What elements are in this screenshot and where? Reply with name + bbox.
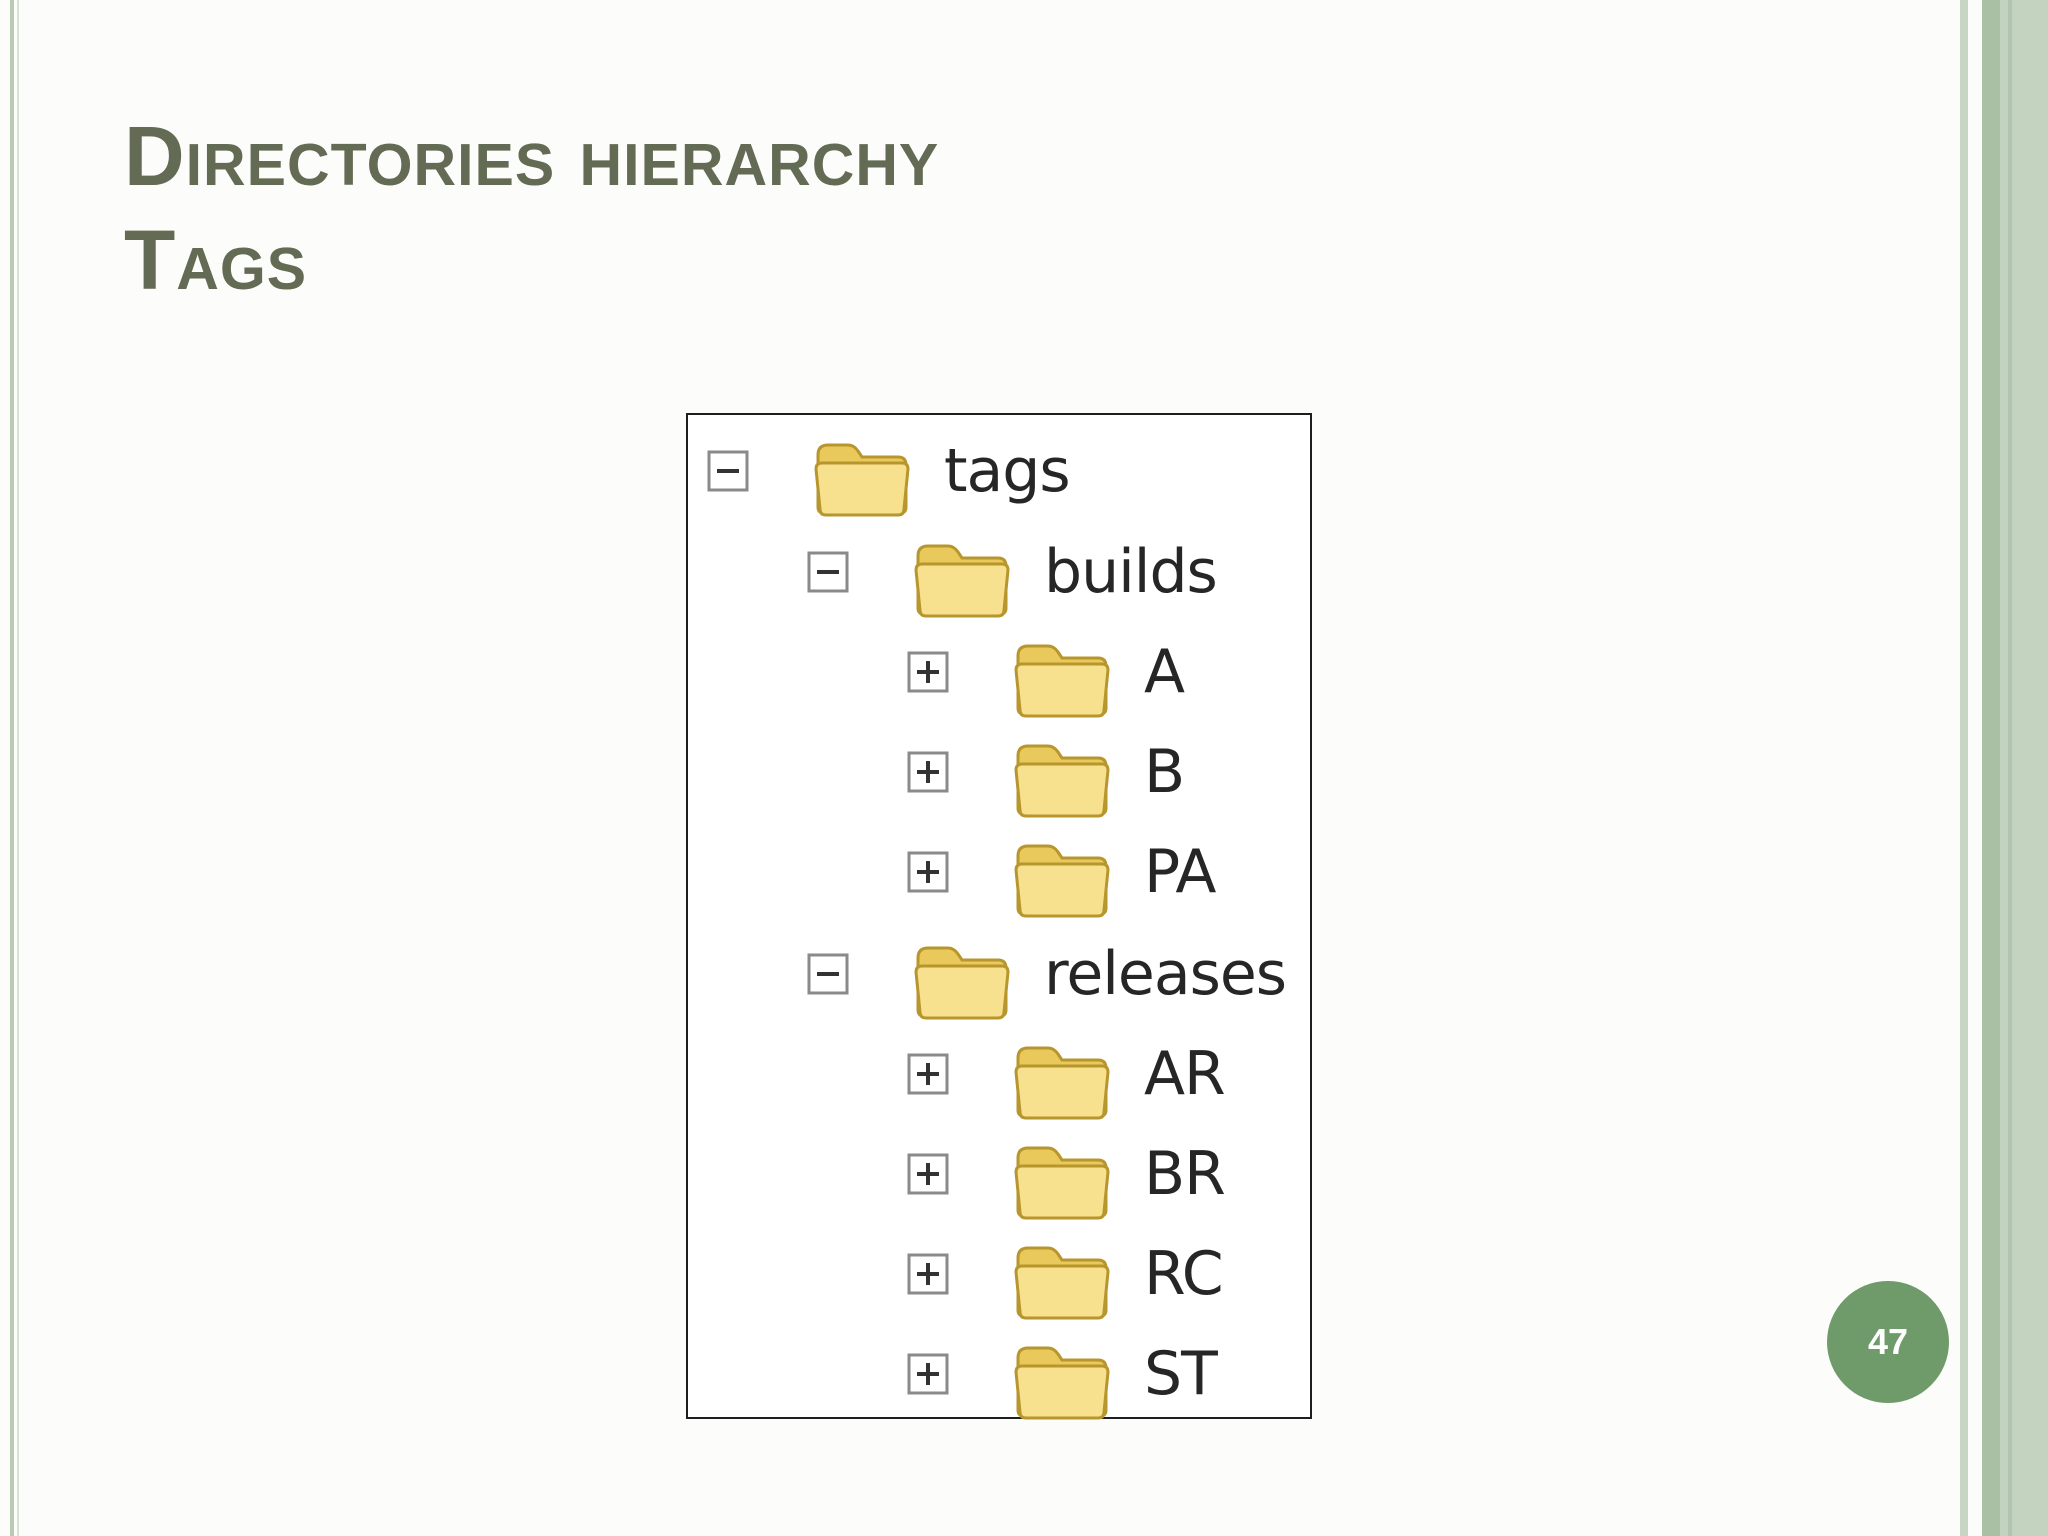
tree-node-st[interactable]: ST bbox=[688, 1328, 1308, 1420]
tree-node-br[interactable]: BR bbox=[688, 1128, 1308, 1220]
tree-node-label: tags bbox=[944, 436, 1071, 506]
right-decorative-gap bbox=[1968, 0, 1982, 1536]
expand-icon[interactable] bbox=[906, 1252, 950, 1296]
expand-icon[interactable] bbox=[906, 850, 950, 894]
tree-node-pa[interactable]: PA bbox=[688, 826, 1308, 918]
expand-icon[interactable] bbox=[906, 1152, 950, 1196]
tree-node-ar[interactable]: AR bbox=[688, 1028, 1308, 1120]
expand-icon[interactable] bbox=[906, 1052, 950, 1096]
tree-node-label: PA bbox=[1144, 837, 1216, 907]
folder-icon bbox=[912, 932, 1012, 1022]
tree-node-releases[interactable]: releases bbox=[688, 928, 1308, 1020]
tree-node-builds[interactable]: builds bbox=[688, 526, 1308, 618]
tree-node-a[interactable]: A bbox=[688, 626, 1308, 718]
slide-title: Directories hierarchy Tags bbox=[124, 104, 939, 312]
page-number-badge: 47 bbox=[1827, 1281, 1949, 1403]
left-border-rule-inner bbox=[17, 0, 19, 1536]
tree-node-label: B bbox=[1144, 737, 1185, 807]
collapse-icon[interactable] bbox=[706, 449, 750, 493]
expand-icon[interactable] bbox=[906, 1352, 950, 1396]
tree-node-tags[interactable]: tags bbox=[688, 425, 1308, 517]
tree-node-label: BR bbox=[1144, 1139, 1226, 1209]
folder-icon bbox=[1012, 1332, 1112, 1422]
slide-title-line-2: Tags bbox=[124, 213, 308, 307]
right-decorative-stripe bbox=[2008, 0, 2012, 1536]
folder-icon bbox=[812, 429, 912, 519]
tree-node-label: ST bbox=[1144, 1339, 1218, 1409]
folder-icon bbox=[1012, 1132, 1112, 1222]
tree-node-rc[interactable]: RC bbox=[688, 1228, 1308, 1320]
collapse-icon[interactable] bbox=[806, 952, 850, 996]
folder-icon bbox=[1012, 1032, 1112, 1122]
right-decorative-band bbox=[1960, 0, 1968, 1536]
folder-icon bbox=[912, 530, 1012, 620]
tree-node-label: AR bbox=[1144, 1039, 1226, 1109]
tree-node-label: RC bbox=[1144, 1239, 1224, 1309]
slide-title-line-1: Directories hierarchy bbox=[124, 109, 940, 203]
tree-node-label: releases bbox=[1044, 939, 1287, 1009]
right-decorative-band-dark bbox=[1982, 0, 2000, 1536]
tree-node-label: builds bbox=[1044, 537, 1218, 607]
tree-node-b[interactable]: B bbox=[688, 726, 1308, 818]
folder-icon bbox=[1012, 830, 1112, 920]
collapse-icon[interactable] bbox=[806, 550, 850, 594]
expand-icon[interactable] bbox=[906, 650, 950, 694]
left-border-rule bbox=[10, 0, 14, 1536]
directory-tree: tags builds A bbox=[686, 413, 1312, 1420]
expand-icon[interactable] bbox=[906, 750, 950, 794]
tree-node-label: A bbox=[1144, 637, 1185, 707]
folder-icon bbox=[1012, 730, 1112, 820]
folder-icon bbox=[1012, 1232, 1112, 1322]
folder-icon bbox=[1012, 630, 1112, 720]
